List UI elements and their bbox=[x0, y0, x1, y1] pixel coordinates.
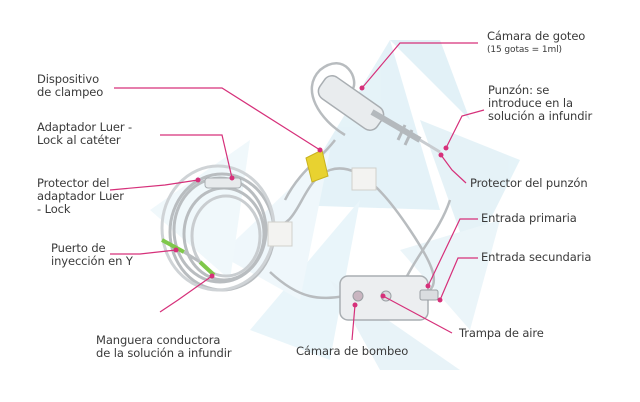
leader-adaptador-luer bbox=[160, 134, 233, 179]
label-adaptador-luer: Adaptador Luer - Lock al catéter bbox=[37, 120, 133, 147]
leader-protector-adaptador bbox=[109, 179, 199, 191]
leader-entrada-primaria bbox=[427, 218, 478, 287]
label-entrada-primaria: Entrada primaria bbox=[481, 211, 577, 225]
leader-protector-punzon bbox=[440, 154, 467, 184]
label-dispositivo-clampeo: Dispositivo de clampeo bbox=[37, 72, 104, 99]
label-punzon: Punzón: se introduce en la solución a in… bbox=[488, 83, 593, 123]
leader-dots bbox=[173, 85, 449, 308]
label-camara-bombeo: Cámara de bombeo bbox=[296, 344, 409, 358]
label-protector-punzon: Protector del punzón bbox=[470, 176, 588, 190]
tape-piece bbox=[267, 221, 293, 247]
label-camara-goteo-sub: (15 gotas = 1ml) bbox=[487, 45, 562, 55]
leader-lines bbox=[109, 42, 485, 341]
luer-lock-adapter bbox=[204, 177, 242, 189]
label-camara-goteo: Cámara de goteo bbox=[487, 29, 586, 43]
label-trampa-aire: Trampa de aire bbox=[459, 326, 544, 340]
leader-manguera bbox=[159, 275, 213, 313]
clamp bbox=[305, 149, 329, 183]
y-port bbox=[161, 238, 216, 277]
leader-puerto-inyeccion bbox=[110, 249, 177, 255]
tape-piece bbox=[351, 167, 377, 191]
leader-camara-bombeo bbox=[351, 304, 356, 341]
leader-camara-goteo bbox=[361, 42, 478, 89]
leader-entrada-secundaria bbox=[439, 257, 478, 301]
leader-trampa-aire bbox=[382, 295, 453, 334]
leader-punzon bbox=[445, 109, 485, 149]
label-manguera: Manguera conductora de la solución a inf… bbox=[96, 333, 232, 360]
label-entrada-secundaria: Entrada secundaria bbox=[481, 250, 592, 264]
drip-chamber bbox=[317, 75, 441, 154]
label-protector-adaptador: Protector del adaptador Luer - Lock bbox=[37, 176, 124, 216]
label-puerto-inyeccion: Puerto de inyección en Y bbox=[51, 241, 133, 268]
leader-dispositivo-clampeo bbox=[114, 87, 321, 151]
